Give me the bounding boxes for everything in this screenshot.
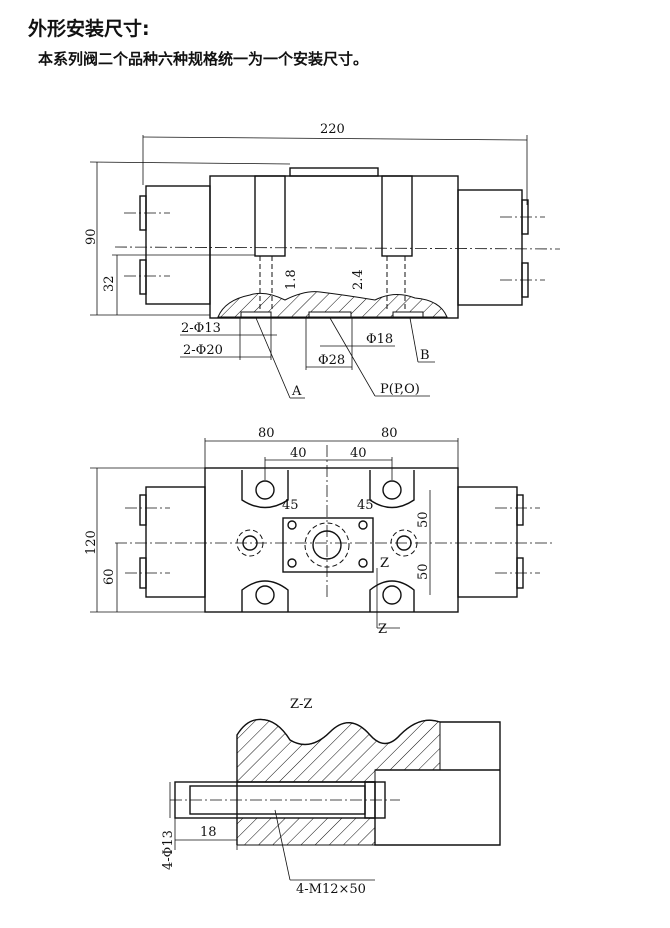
dim-40-left: 40 (290, 446, 307, 461)
dim-220: 220 (320, 122, 345, 137)
bolt-label: 4-M12×50 (296, 882, 366, 897)
dim-45-right: 45 (357, 498, 374, 513)
section-title: Z-Z (290, 697, 312, 712)
dim-80-right: 80 (381, 426, 398, 441)
description: 本系列阀二个品种六种规格统一为一个安装尺寸。 (38, 50, 369, 68)
dim-32: 32 (102, 275, 117, 292)
port-a-label: A (291, 384, 302, 399)
dim-2-phi13: 2-Φ13 (181, 321, 221, 336)
dim-2-4: 2.4 (351, 269, 366, 290)
dim-4-phi13: 4-Φ13 (161, 830, 176, 870)
section-mark-z2: Z (378, 622, 387, 637)
dim-2-phi20: 2-Φ20 (183, 343, 223, 358)
front-view: 220 90 32 1.8 2.4 2-Φ13 2-Φ20 Φ28 Φ18 A … (84, 122, 561, 399)
dim-60: 60 (102, 568, 117, 585)
port-p-label: P(P,O) (380, 382, 420, 397)
dim-1-8: 1.8 (284, 269, 299, 290)
dim-phi28: Φ28 (318, 353, 345, 368)
top-view: 80 80 40 40 45 45 50 50 120 60 Z Z (84, 426, 555, 637)
section-view: Z-Z 18 4-Φ13 4-M12×50 (161, 697, 501, 897)
dim-18: 18 (200, 825, 217, 840)
dim-50-top: 50 (416, 511, 431, 528)
dim-80-left: 80 (258, 426, 275, 441)
section-mark-z1: Z (380, 556, 389, 571)
dim-90: 90 (84, 228, 99, 245)
dim-120: 120 (84, 530, 99, 555)
heading: 外形安装尺寸: (28, 18, 150, 40)
port-b-label: B (420, 348, 430, 363)
dim-50-bottom: 50 (416, 563, 431, 580)
dim-phi18: Φ18 (366, 332, 393, 347)
dim-40-right: 40 (350, 446, 367, 461)
dim-45-left: 45 (282, 498, 299, 513)
